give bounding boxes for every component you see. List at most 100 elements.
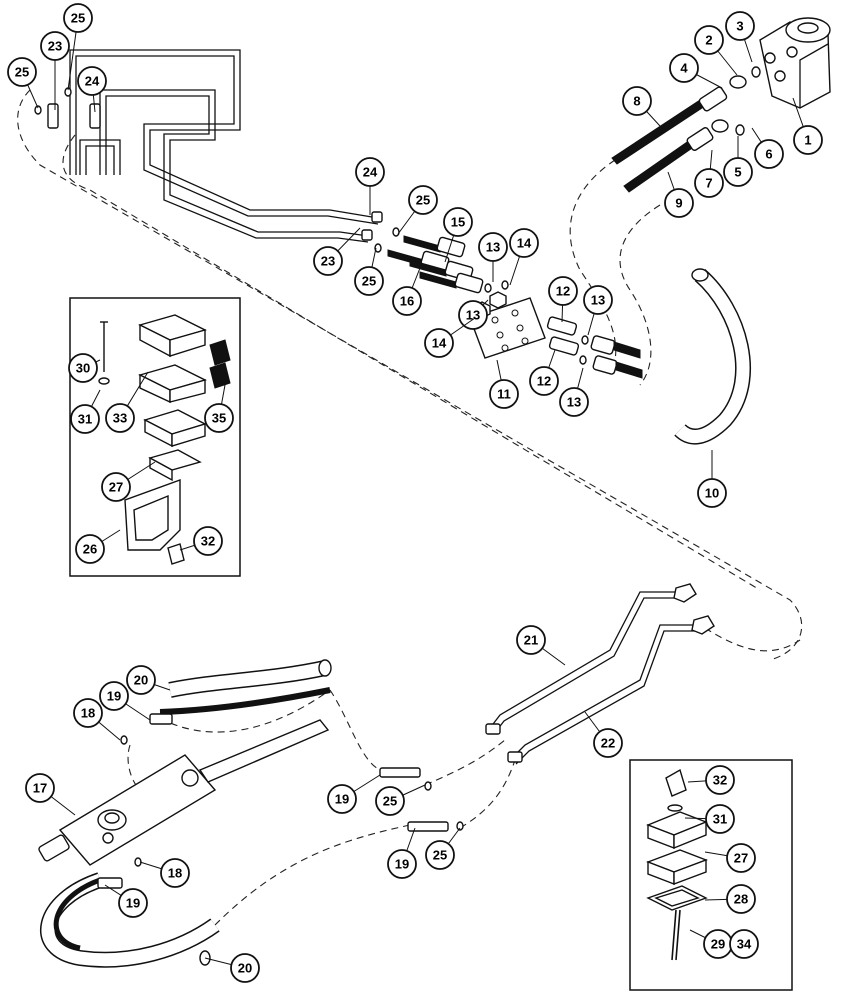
callout-number: 35 (212, 411, 226, 426)
callout-circle (355, 157, 385, 187)
callout-number: 6 (765, 147, 772, 162)
callout-number: 17 (33, 781, 47, 796)
callout-number: 23 (48, 39, 62, 54)
callout-number: 4 (680, 61, 688, 76)
callout-7: 7 (694, 149, 724, 198)
callout-number: 33 (113, 411, 127, 426)
callout-circle (516, 625, 546, 655)
callout-13: 13 (559, 367, 589, 417)
callout-15: 15 (443, 207, 473, 263)
callout-circle (204, 403, 234, 433)
callout-circle (793, 125, 823, 155)
callout-circle (458, 300, 488, 330)
callout-30: 30 (68, 353, 101, 383)
callout-number: 9 (675, 196, 682, 211)
callout-18: 18 (139, 858, 190, 888)
callout-circle (697, 478, 727, 508)
callout-number: 8 (633, 94, 640, 109)
steering-pump-1 (759, 17, 831, 109)
callout-circle (694, 168, 724, 198)
cylinder-hoses-20 (40, 659, 332, 968)
callout-4: 4 (669, 53, 723, 89)
callout-number: 27 (109, 480, 123, 495)
callout-28: 28 (704, 884, 756, 914)
callout-12: 12 (529, 349, 559, 396)
callout-number: 31 (713, 812, 727, 827)
callout-number: 12 (537, 374, 551, 389)
callout-number: 7 (705, 176, 712, 191)
callout-number: 15 (451, 215, 465, 230)
callout-23: 23 (40, 31, 70, 110)
callout-23: 23 (313, 227, 361, 276)
callout-circle (375, 786, 405, 816)
callout-number: 16 (400, 294, 414, 309)
lower-fittings-19-25 (97, 713, 464, 889)
callout-circle (408, 185, 438, 215)
callout-25: 25 (397, 185, 438, 235)
callout-number: 25 (383, 794, 397, 809)
callout-31: 31 (70, 389, 101, 434)
callout-number: 18 (81, 706, 95, 721)
callout-circle (509, 228, 539, 258)
callout-3: 3 (725, 11, 755, 63)
callout-circle (7, 57, 37, 87)
callout-26: 26 (75, 529, 121, 564)
callout-circle (694, 25, 724, 55)
hoses-8-9 (611, 66, 761, 193)
callout-number: 11 (497, 387, 511, 402)
callout-14: 14 (424, 317, 476, 358)
callout-circle (77, 66, 107, 96)
callout-number: 25 (362, 274, 376, 289)
callout-number: 24 (363, 165, 378, 180)
upper-pipe-fittings (34, 87, 400, 253)
callout-16: 16 (392, 267, 422, 316)
steering-cylinder-17 (38, 719, 330, 866)
callout-24: 24 (355, 157, 385, 215)
callout-number: 27 (734, 851, 748, 866)
callout-5: 5 (723, 136, 753, 187)
callout-circle (726, 843, 756, 873)
callout-number: 5 (734, 165, 741, 180)
callout-25: 25 (7, 57, 39, 109)
callout-circle (664, 188, 694, 218)
callout-circle (313, 246, 343, 276)
callout-circle (327, 784, 357, 814)
callout-number: 34 (737, 937, 752, 952)
callout-number: 19 (107, 689, 121, 704)
callout-circle (25, 773, 55, 803)
callout-25: 25 (425, 827, 461, 870)
callout-labels: 1234567891011121213131313141415161718181… (7, 3, 823, 983)
bulkhead-fittings-12 (546, 316, 643, 379)
callout-19: 19 (387, 827, 417, 879)
callout-25: 25 (63, 3, 93, 91)
callout-number: 13 (591, 293, 605, 308)
callout-10: 10 (697, 450, 727, 508)
callout-8: 8 (622, 86, 661, 127)
callout-circle (489, 379, 519, 409)
callout-22: 22 (584, 711, 623, 758)
callout-20: 20 (126, 665, 171, 695)
callout-circle (101, 472, 131, 502)
callout-13: 13 (478, 232, 508, 282)
callout-number: 21 (524, 633, 538, 648)
callout-number: 19 (335, 792, 349, 807)
callout-number: 25 (416, 193, 430, 208)
callout-number: 1 (804, 133, 811, 148)
callout-9: 9 (664, 171, 694, 218)
callout-circle (354, 266, 384, 296)
callout-number: 28 (734, 892, 748, 907)
callout-21: 21 (516, 625, 566, 666)
callout-circle (73, 698, 103, 728)
callout-circle (425, 840, 455, 870)
callout-circle (68, 353, 98, 383)
return-hose-10 (674, 268, 752, 445)
callout-circle (40, 31, 70, 61)
steel-pipe-bundle-upper (69, 49, 379, 243)
callout-circle (529, 366, 559, 396)
callout-circle (443, 207, 473, 237)
callout-number: 12 (556, 284, 570, 299)
callout-number: 30 (76, 361, 90, 376)
callout-number: 13 (466, 308, 480, 323)
callout-circle (75, 534, 105, 564)
